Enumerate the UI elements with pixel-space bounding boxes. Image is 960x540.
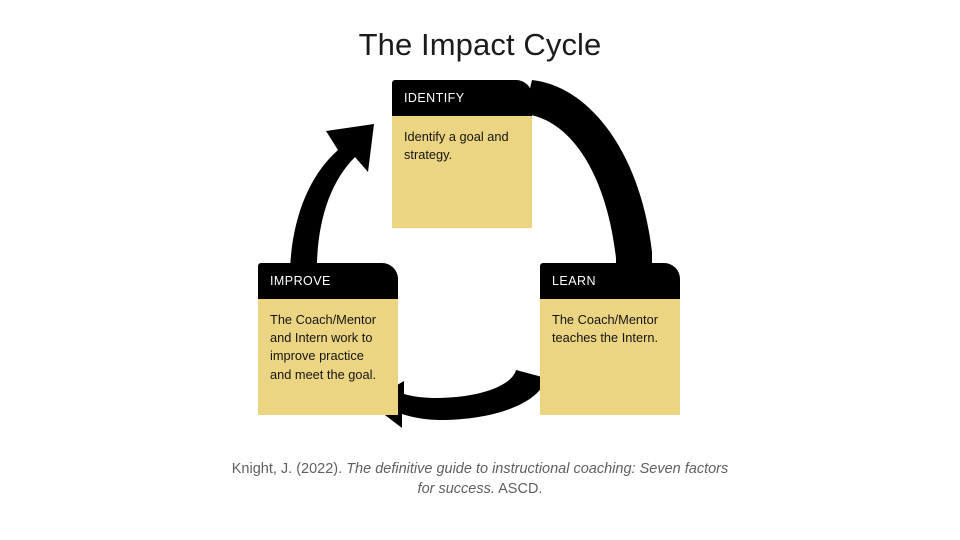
- citation: Knight, J. (2022). The definitive guide …: [230, 459, 730, 499]
- stage-card-identify-header: IDENTIFY: [392, 80, 532, 116]
- stage-card-identify-body: Identify a goal and strategy.: [392, 116, 532, 228]
- citation-publisher: ASCD.: [494, 481, 543, 497]
- stage-card-learn-header-label: LEARN: [552, 274, 596, 288]
- citation-author-year: Knight, J. (2022).: [231, 461, 347, 477]
- stage-card-improve-body: The Coach/Mentor and Intern work to impr…: [258, 299, 398, 415]
- stage-card-learn[interactable]: LEARN The Coach/Mentor teaches the Inter…: [540, 263, 680, 415]
- stage-card-improve-header: IMPROVE: [258, 263, 398, 299]
- connector-identify-to-learn-icon: [524, 80, 652, 292]
- stage-card-identify[interactable]: IDENTIFY Identify a goal and strategy.: [392, 80, 532, 228]
- stage-card-improve[interactable]: IMPROVE The Coach/Mentor and Intern work…: [258, 263, 398, 415]
- stage-card-learn-header: LEARN: [540, 263, 680, 299]
- stage-card-improve-header-label: IMPROVE: [270, 274, 331, 288]
- stage-card-identify-header-label: IDENTIFY: [404, 91, 465, 105]
- stage-card-learn-body: The Coach/Mentor teaches the Intern.: [540, 299, 680, 415]
- page-title: The Impact Cycle: [358, 27, 602, 62]
- citation-work-title: The definitive guide to instructional co…: [346, 461, 729, 497]
